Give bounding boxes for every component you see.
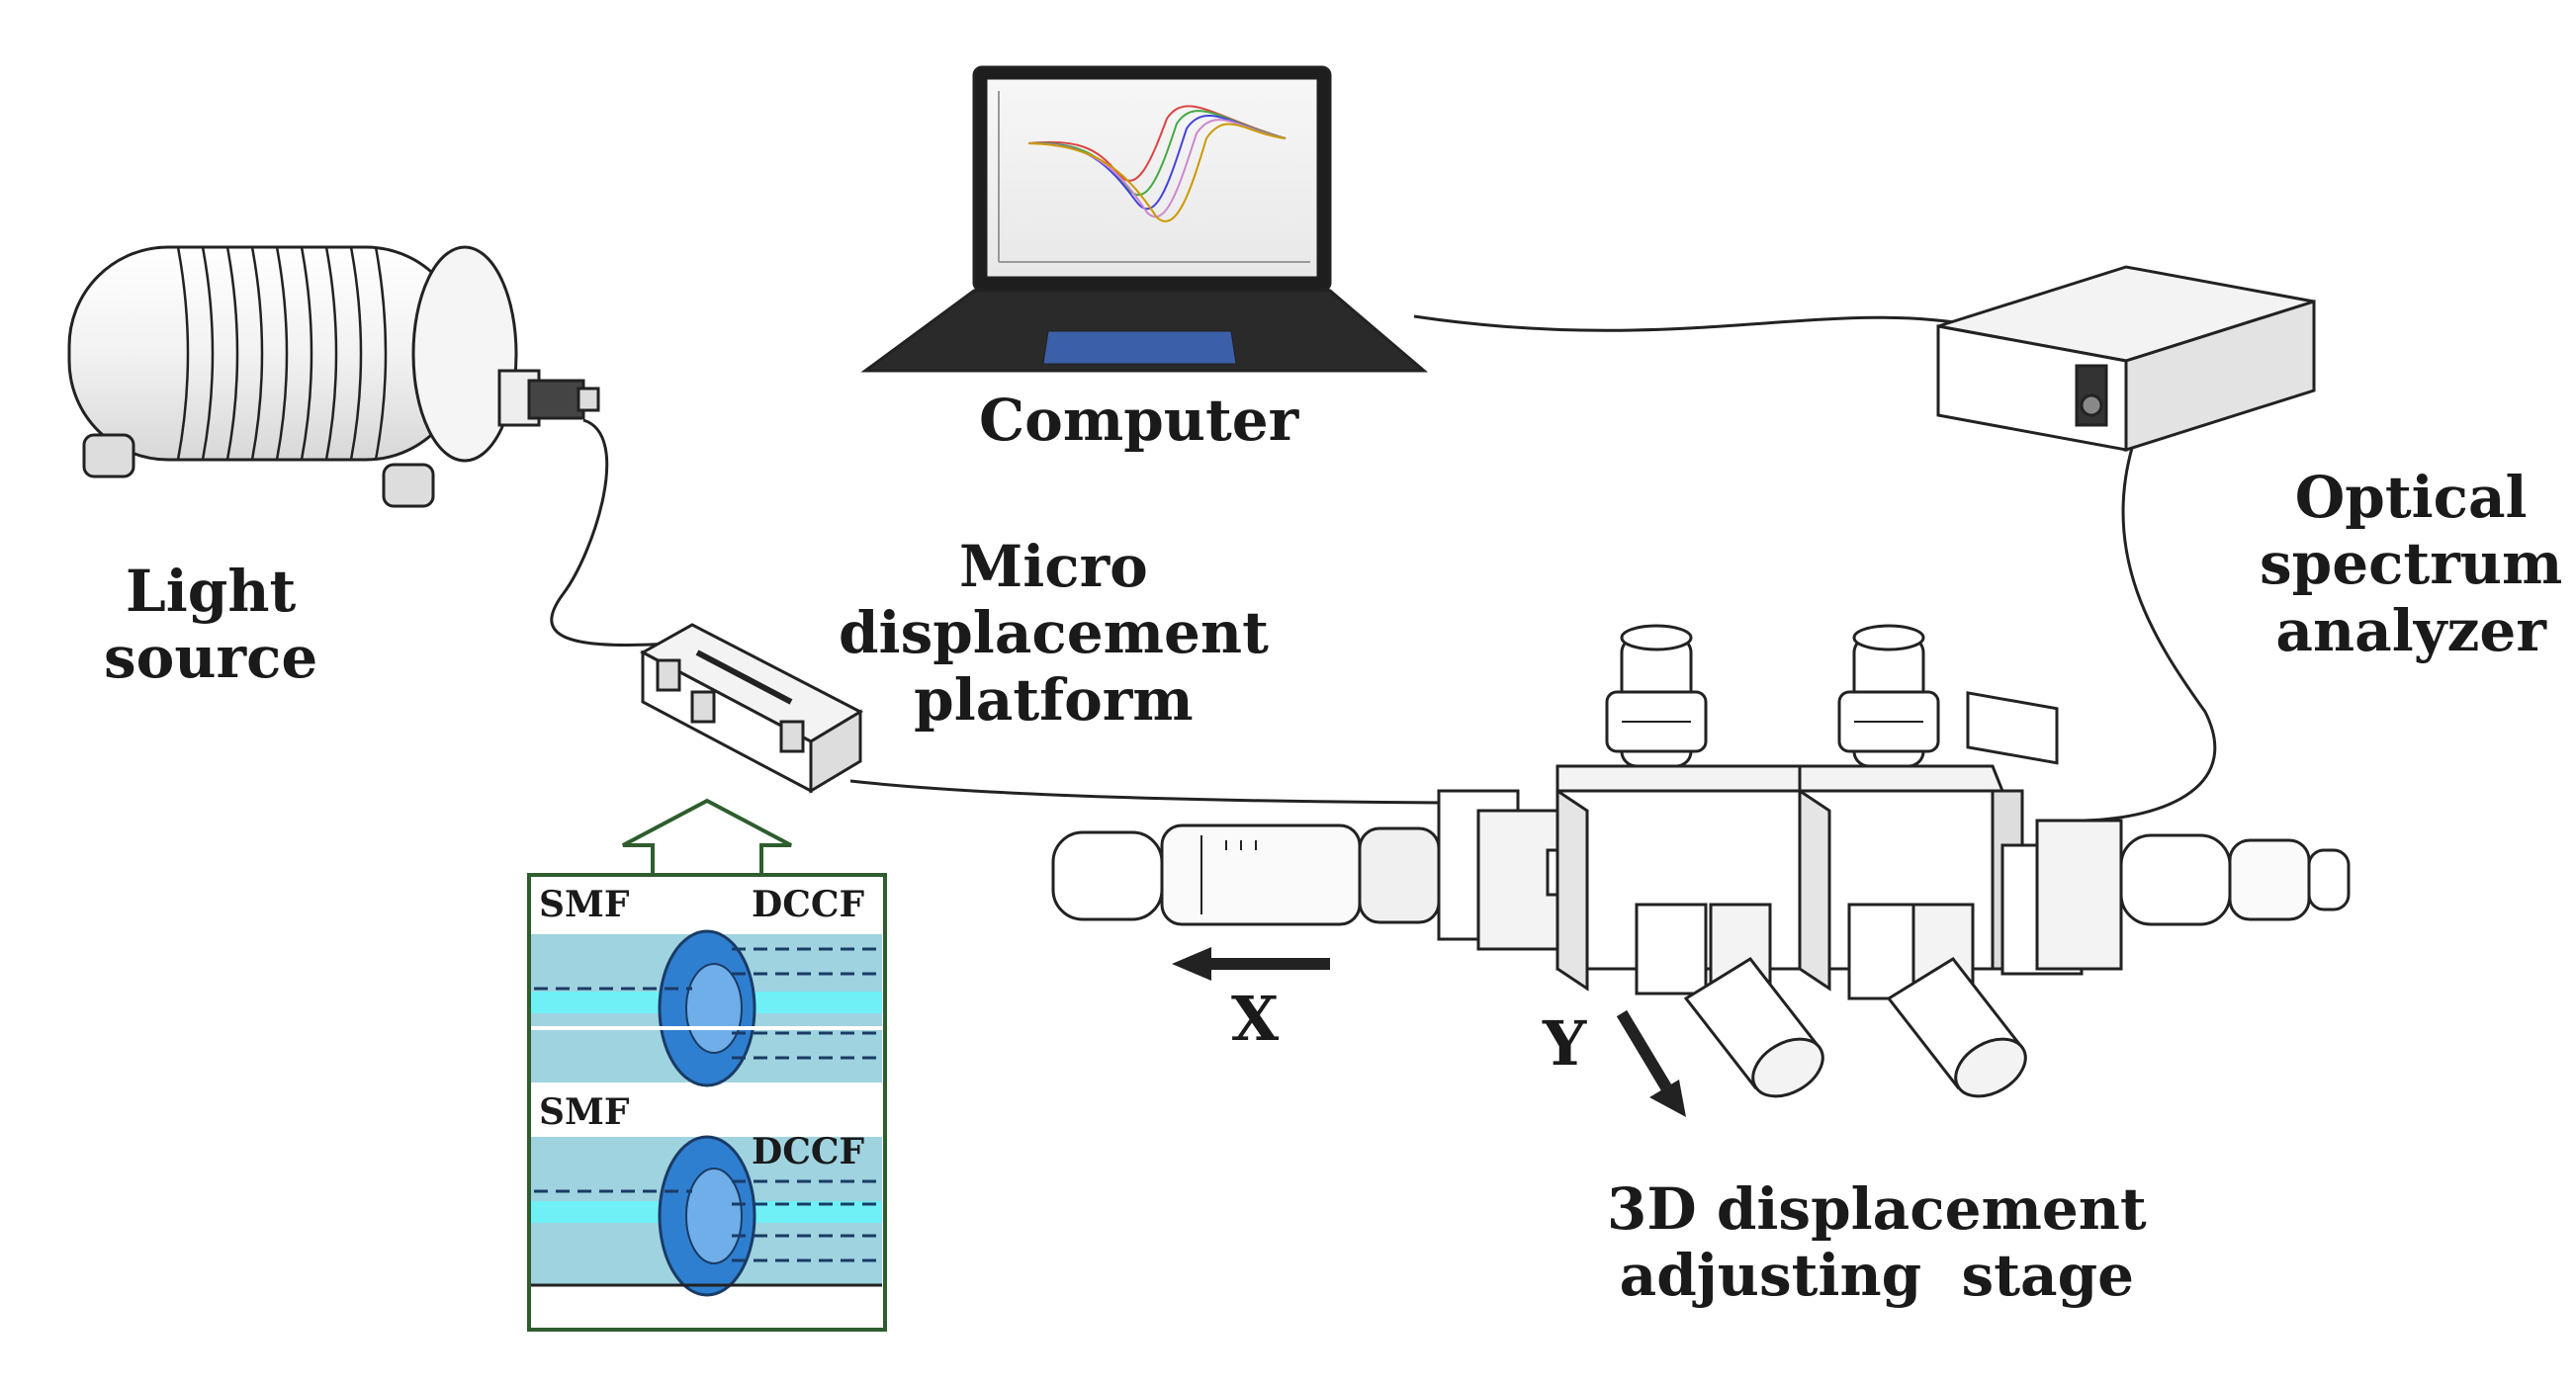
light-source-label-line-1: Light bbox=[125, 558, 297, 625]
computer-label: Computer bbox=[979, 387, 1299, 454]
osa-label-line-2: spectrum bbox=[2260, 530, 2563, 598]
micro-platform-label-line-3: platform bbox=[914, 665, 1194, 734]
micro-platform-label-line-1: Micro bbox=[959, 533, 1148, 600]
cooling-fins bbox=[176, 246, 388, 461]
osa-label-line-1: Optical bbox=[2294, 464, 2528, 531]
top-micrometer-2 bbox=[1837, 624, 1940, 768]
inset-pointer-arrow bbox=[622, 798, 792, 875]
stage-label: 3D displacement adjusting stage bbox=[1607, 1175, 2147, 1310]
computer-laptop bbox=[860, 65, 1429, 373]
top-micrometer-1 bbox=[1605, 624, 1708, 768]
light-source-label-line-2: source bbox=[104, 624, 318, 692]
stage-label-line-2: adjusting stage bbox=[1619, 1242, 2135, 1310]
osa-label-line-3: analyzer bbox=[2275, 596, 2546, 664]
y-micrometer-2 bbox=[1886, 957, 2027, 1098]
fiber-cables bbox=[550, 314, 2217, 823]
x-axis-label: X bbox=[1231, 983, 1280, 1055]
inset-smf-label-2: SMF bbox=[539, 1091, 630, 1133]
spectrum-plot-on-screen bbox=[998, 91, 1310, 263]
inset-dccf-label-1: DCCF bbox=[752, 884, 865, 925]
inset-smf-label-1: SMF bbox=[539, 884, 630, 925]
stage-label-line-1: 3D displacement bbox=[1607, 1175, 2147, 1243]
fiber-splice-inset bbox=[527, 873, 887, 1332]
left-micrometer bbox=[1051, 819, 1490, 931]
micro-platform-label: Micro displacement platform bbox=[839, 533, 1269, 734]
inset-dccf-label-2: DCCF bbox=[752, 1131, 865, 1172]
micro-displacement-platform-device bbox=[639, 623, 864, 794]
osa-label: Optical spectrum analyzer bbox=[2260, 464, 2563, 664]
light-source-device bbox=[67, 245, 600, 508]
y-axis-label: Y bbox=[1543, 1007, 1587, 1080]
light-source-label: Light source bbox=[104, 558, 318, 692]
y-axis-arrow bbox=[1616, 1009, 1686, 1117]
micro-platform-label-line-2: displacement bbox=[839, 599, 1269, 667]
x-axis-arrow bbox=[1172, 947, 1330, 981]
y-micrometer-1 bbox=[1683, 957, 1824, 1098]
3d-displacement-stage-device bbox=[1051, 624, 2351, 1098]
inset-panel-2 bbox=[531, 1135, 882, 1297]
inset-panel-1 bbox=[531, 929, 882, 1087]
optical-spectrum-analyzer-device bbox=[1936, 265, 2316, 765]
